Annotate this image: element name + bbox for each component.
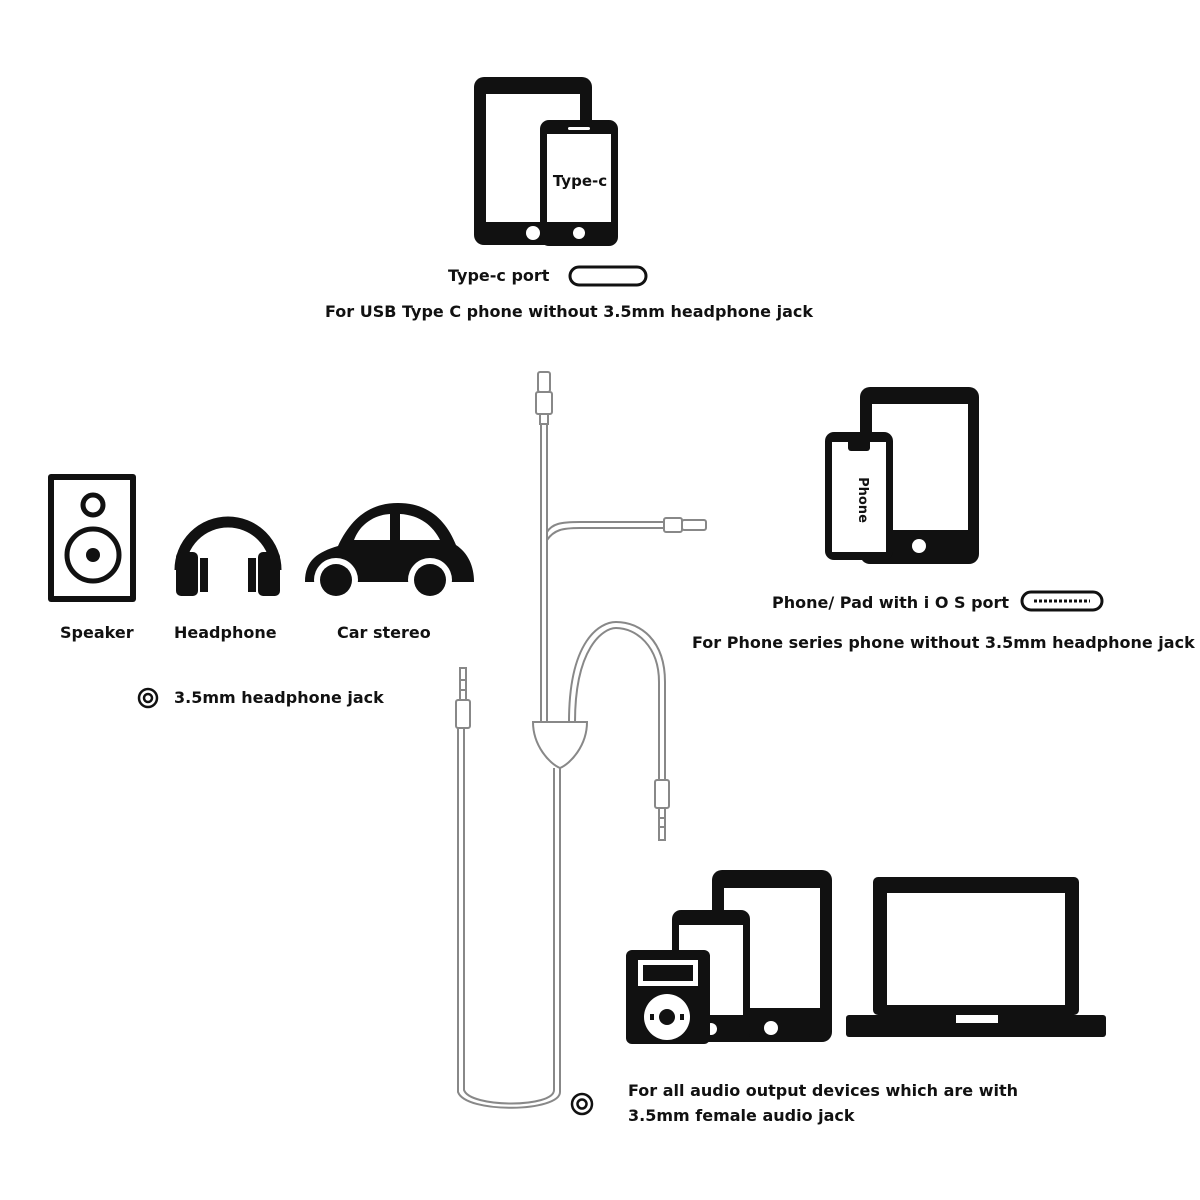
lightning-port-icon [1020, 590, 1104, 612]
car-icon [305, 503, 474, 602]
typec-description: For USB Type C phone without 3.5mm headp… [325, 302, 814, 321]
laptop-icon [846, 877, 1106, 1037]
ios-devices-icon: Phone [825, 387, 979, 564]
ios-description: For Phone series phone without 3.5mm hea… [692, 633, 1195, 652]
typec-port-icon [568, 265, 648, 287]
splitter-cable [455, 371, 707, 1109]
typec-port-label: Type-c port [448, 266, 550, 285]
typec-devices-icon: Type-c [474, 77, 618, 246]
mp3-player-icon [626, 950, 710, 1044]
ios-port-label: Phone/ Pad with i O S port [772, 593, 1010, 612]
headphone-icon [174, 516, 282, 596]
headphone-jack-label: 3.5mm headphone jack [174, 688, 384, 707]
female-jack-description-line1: For all audio output devices which are w… [628, 1081, 1019, 1100]
female-jack-description-line2: 3.5mm female audio jack [628, 1106, 855, 1125]
headphone-label: Headphone [174, 623, 277, 642]
car-stereo-label: Car stereo [337, 623, 431, 642]
headphone-jack-icon [137, 687, 159, 709]
ios-device-text: Phone [855, 477, 870, 523]
speaker-label: Speaker [60, 623, 134, 642]
speaker-icon [48, 474, 136, 602]
typec-device-text: Type-c [553, 172, 607, 190]
female-jack-icon [570, 1092, 594, 1116]
